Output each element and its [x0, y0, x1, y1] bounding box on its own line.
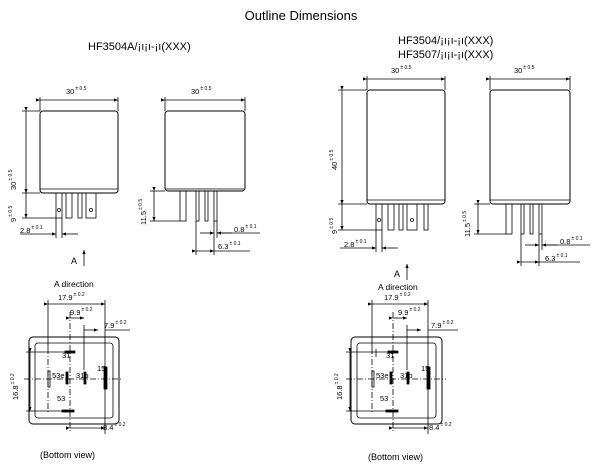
right-side-view	[474, 76, 590, 266]
right-pin-label: 53e	[376, 371, 389, 380]
right-pin-label: 15	[421, 364, 430, 373]
right-pin-height-dim: 9± 0.5	[329, 217, 339, 234]
left-pin-spacing-dim: 6.3± 0.1	[218, 241, 241, 251]
right-side-width-dim: 30± 0.5	[514, 65, 535, 75]
left-model-label: HF3504A/¡ı¡ı-¡ı(XXX)	[88, 41, 191, 53]
left-bottom-width-dim: 17.9± 0.2	[58, 292, 85, 302]
left-pin-label: 31	[62, 351, 71, 360]
right-pin-offset-dim: 2.8± 0.1	[344, 239, 367, 249]
left-bottom-right-dim: 7.9± 0.2	[104, 320, 127, 330]
left-pin-thick-dim: 0.8± 0.1	[234, 224, 257, 234]
left-bottom-inner-dim: 9.9± 0.2	[70, 307, 93, 317]
right-caption: (Bottom view)	[368, 452, 424, 462]
right-pin-spacing-dim: 6.3± 0.1	[545, 253, 568, 263]
left-caption: (Bottom view)	[40, 450, 96, 460]
left-side-view	[150, 97, 260, 255]
left-pin-offset-dim: 2.8± 0.1	[20, 225, 43, 235]
right-pin-label: 53	[380, 394, 389, 403]
right-bottom-pitch-dim: 8.4± 0.2	[429, 422, 452, 432]
right-bottom-inner-dim: 9.9± 0.2	[398, 307, 421, 317]
right-model-label-2: HF3507/¡ı¡ı-¡ı(XXX)	[398, 49, 494, 61]
left-arrow-label: A	[71, 256, 78, 266]
right-front-width-dim: 30± 0.5	[391, 65, 412, 75]
right-side-pin-height-dim: 11.5± 0.5	[462, 210, 472, 237]
right-direction-label: A direction	[378, 282, 418, 292]
right-pin-thick-dim: 0.8± 0.1	[560, 236, 583, 246]
right-bottom-width-dim: 17.9± 0.2	[384, 292, 411, 302]
right-pin-label: 31	[386, 351, 395, 360]
left-pin-label: 53	[57, 394, 66, 403]
right-bottom-view	[346, 300, 458, 434]
left-pin-label: 31b	[76, 371, 89, 380]
right-pin-label: 31b	[400, 371, 413, 380]
right-body-height-dim: 40± 0.5	[329, 149, 339, 170]
left-bottom-height-dim: 16.8± 0.2	[10, 373, 20, 400]
left-front-width-dim: 30± 0.5	[66, 86, 87, 96]
left-side-pin-height-dim: 11.5± 0.5	[138, 198, 148, 225]
left-direction-label: A direction	[54, 279, 94, 289]
right-arrow-label: A	[394, 269, 401, 279]
left-front-view	[20, 97, 119, 266]
right-model-label-1: HF3504/¡ı¡ı-¡ı(XXX)	[398, 35, 494, 47]
left-side-width-dim: 30± 0.5	[191, 86, 212, 96]
right-bottom-height-dim: 16.8± 0.2	[334, 373, 344, 400]
page-title: Outline Dimensions	[244, 8, 358, 23]
left-pin-label: 53e	[52, 371, 65, 380]
left-pin-label: 15	[97, 364, 106, 373]
left-bottom-pitch-dim: 8.4± 0.2	[103, 422, 126, 432]
right-front-view	[338, 76, 446, 280]
left-pin-height-dim: 9± 0.5	[8, 205, 18, 222]
left-body-height-dim: 30± 0.5	[8, 169, 18, 190]
right-bottom-right-dim: 7.9± 0.2	[431, 320, 454, 330]
left-bottom-view	[24, 300, 130, 434]
